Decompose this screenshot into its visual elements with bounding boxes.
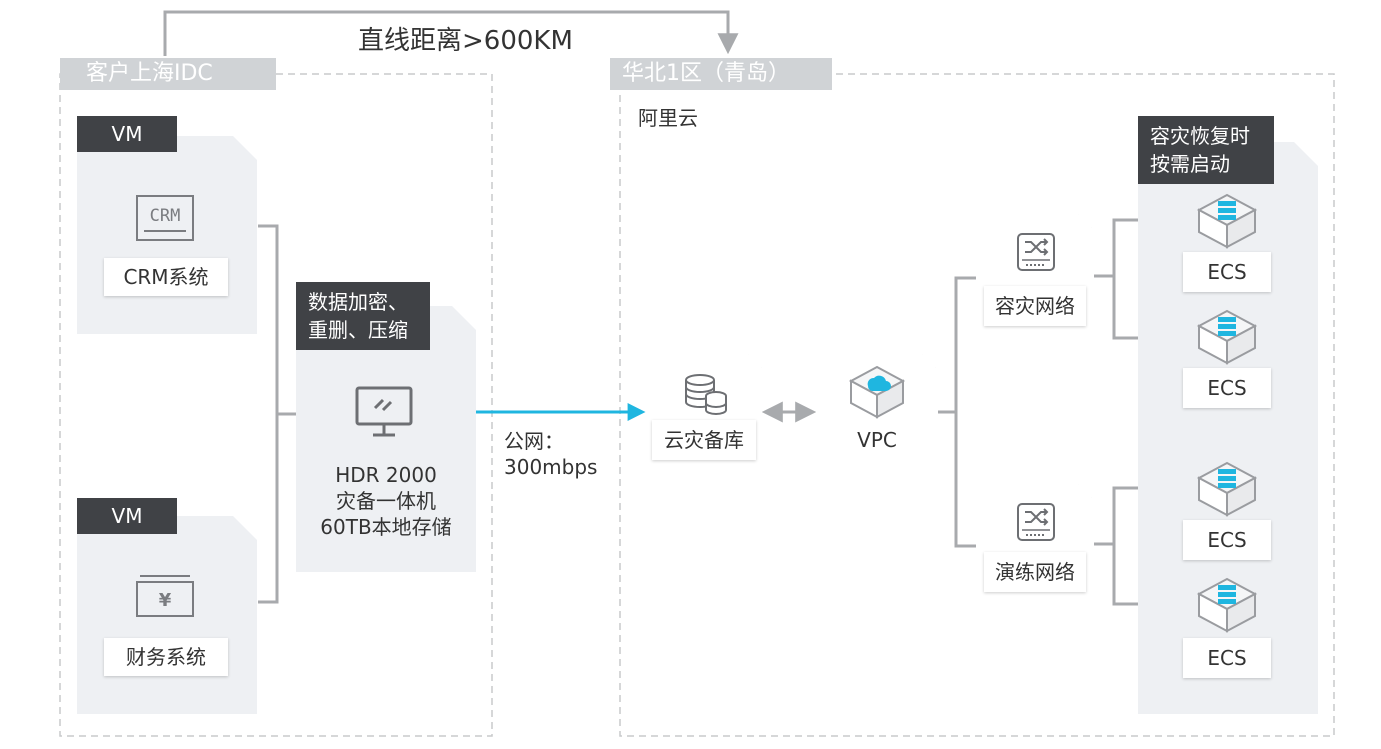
crm-icon: CRM <box>136 195 194 241</box>
ecs-label: ECS <box>1183 638 1271 678</box>
ecs-server-icon <box>1196 461 1258 517</box>
distance-bracket <box>163 10 739 56</box>
monitor-icon <box>355 386 413 438</box>
appliance-type: 灾备一体机 <box>336 489 436 513</box>
ecs-panel-tag-line2: 按需启动 <box>1150 152 1230 176</box>
appliance-feature-tag: 数据加密、 重删、压缩 <box>296 282 430 350</box>
ecs-server-icon <box>1196 309 1258 365</box>
ecs-node <box>1196 576 1258 634</box>
drill-network-label: 演练网络 <box>984 552 1086 592</box>
vpc-label: VPC <box>857 428 897 452</box>
database-icon <box>684 374 728 416</box>
ecs-server-icon <box>1196 193 1258 249</box>
cloud-zone-title: 华北1区（青岛） <box>610 58 832 90</box>
backup-db-label: 云灾备库 <box>652 420 756 460</box>
ecs-server-icon <box>1196 577 1258 633</box>
ecs-node <box>1196 308 1258 366</box>
appliance-description: HDR 2000 灾备一体机 60TB本地存储 <box>296 462 476 540</box>
ecs-node <box>1196 460 1258 518</box>
finance-icon-text: ¥ <box>159 590 172 611</box>
ecs-label: ECS <box>1183 368 1271 408</box>
finance-system-label: 财务系统 <box>104 638 228 676</box>
switch-icon <box>1016 502 1056 542</box>
appliance-feature-line2: 重删、压缩 <box>308 318 408 342</box>
appliance-panel <box>296 306 476 572</box>
crm-vm-panel <box>77 136 257 334</box>
crm-system-label: CRM系统 <box>104 258 228 296</box>
vpc-network-bracket <box>954 276 976 548</box>
customer-zone-title: 客户上海IDC <box>60 58 276 90</box>
appliance-storage: 60TB本地存储 <box>320 515 452 539</box>
cloud-provider-label: 阿里云 <box>638 106 698 130</box>
finance-icon: ¥ <box>136 574 194 618</box>
ecs-panel-tag: 容灾恢复时 按需启动 <box>1138 116 1274 184</box>
switch-icon <box>1016 232 1056 272</box>
ecs-node <box>1196 192 1258 250</box>
dr-network-label: 容灾网络 <box>984 286 1086 326</box>
appliance-model: HDR 2000 <box>335 463 437 487</box>
crm-connector <box>258 224 279 604</box>
distance-label: 直线距离>600KM <box>358 26 573 56</box>
public-link-type: 公网： <box>504 429 564 453</box>
public-link-label: 公网： 300mbps <box>504 428 597 480</box>
appliance-feature-line1: 数据加密、 <box>308 290 408 314</box>
ecs-label: ECS <box>1183 252 1271 292</box>
ecs-panel-tag-line1: 容灾恢复时 <box>1150 124 1250 148</box>
crm-vm-tag: VM <box>77 116 177 152</box>
crm-icon-text: CRM <box>150 206 181 226</box>
finance-vm-tag: VM <box>77 498 177 534</box>
vpc-icon <box>848 364 906 420</box>
cloud-zone-border <box>619 73 1335 737</box>
public-link-bandwidth: 300mbps <box>504 455 598 479</box>
ecs-label: ECS <box>1183 520 1271 560</box>
